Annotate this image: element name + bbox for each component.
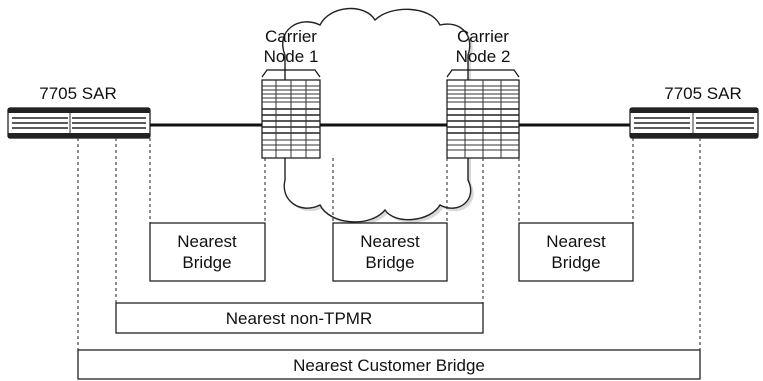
carrier-node-2-label-line2: Node 2	[456, 47, 511, 66]
nearest-customer-bridge-box: Nearest Customer Bridge	[77, 349, 701, 380]
carrier-node-1-label-line1: Carrier	[265, 27, 317, 46]
nearest-bridge-center-line2: Bridge	[365, 253, 414, 272]
carrier-node-1: Carrier Node 1	[261, 27, 321, 159]
carrier-node-2: Carrier Node 2	[446, 27, 520, 159]
carrier-node-2-fins	[447, 80, 519, 158]
nearest-bridge-right-line1: Nearest	[546, 232, 606, 251]
nearest-bridge-right-line2: Bridge	[551, 253, 600, 272]
carrier-node-2-label-line1: Carrier	[457, 27, 509, 46]
sar-left-label: 7705 SAR	[39, 84, 117, 103]
sar-right-label: 7705 SAR	[664, 84, 742, 103]
nearest-bridge-right: Nearest Bridge	[518, 222, 634, 282]
nearest-customer-bridge-label: Nearest Customer Bridge	[293, 356, 485, 375]
nearest-non-tpmr-label: Nearest non-TPMR	[226, 309, 372, 328]
nearest-bridge-left: Nearest Bridge	[149, 222, 266, 282]
nearest-bridge-left-line1: Nearest	[177, 232, 237, 251]
dashed-connectors	[77, 138, 701, 350]
sar-right: 7705 SAR	[629, 84, 759, 139]
nearest-bridge-center-line1: Nearest	[360, 232, 420, 251]
sar-left: 7705 SAR	[7, 84, 151, 139]
carrier-node-1-fins	[262, 80, 320, 158]
nearest-bridge-left-line2: Bridge	[182, 253, 231, 272]
carrier-node-1-label-line2: Node 1	[264, 47, 319, 66]
nearest-bridge-center: Nearest Bridge	[332, 222, 448, 282]
nearest-non-tpmr-box: Nearest non-TPMR	[115, 302, 484, 334]
